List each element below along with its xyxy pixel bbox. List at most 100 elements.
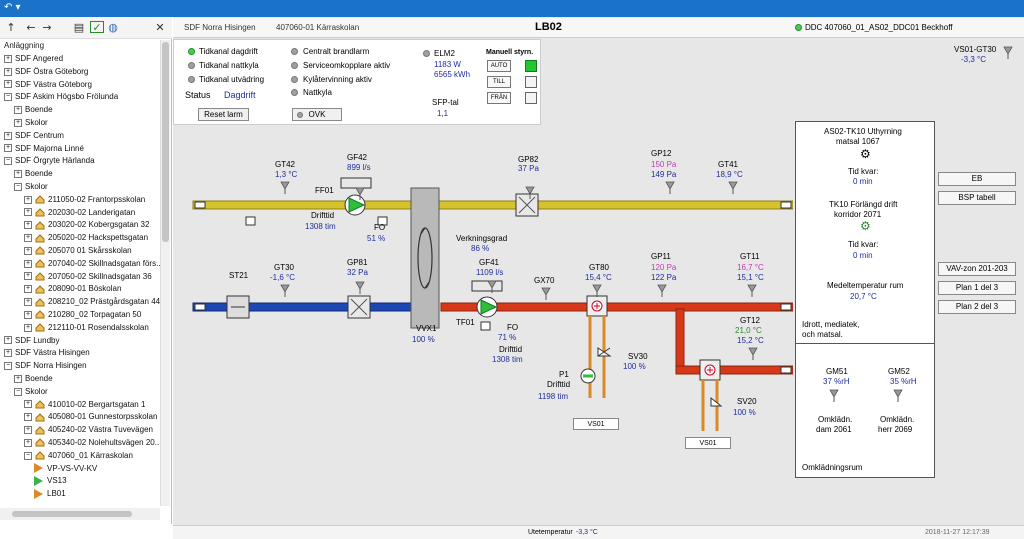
- tree-item[interactable]: +207050-02 Skillnadsgatan 36: [24, 270, 152, 283]
- sensor-icon[interactable]: [665, 181, 675, 195]
- arrow-right-icon[interactable]: →: [42, 21, 52, 34]
- document-icon[interactable]: ▤: [73, 21, 85, 34]
- sensor-icon[interactable]: [355, 281, 365, 295]
- chart-icon[interactable]: ✓: [90, 21, 104, 33]
- tree-item[interactable]: +Boende: [14, 167, 53, 180]
- expand-toggle-icon[interactable]: +: [24, 426, 32, 435]
- expand-toggle-icon[interactable]: +: [24, 298, 32, 307]
- tree-item[interactable]: +202030-02 Landerigatan: [24, 206, 135, 219]
- tree-item[interactable]: +210280_02 Torpagatan 50: [24, 308, 141, 321]
- plan1-button[interactable]: Plan 1 del 3: [938, 281, 1016, 295]
- tree-item[interactable]: +212110-01 Rosendalsskolan: [24, 321, 149, 334]
- tree-item[interactable]: +SDF Majorna Linné: [4, 142, 84, 155]
- till-button[interactable]: TILL: [487, 76, 511, 88]
- tree-item[interactable]: +SDF Lundby: [4, 334, 59, 347]
- tree-item[interactable]: −407060_01 Kärraskolan: [24, 449, 133, 462]
- tree-scrollbar[interactable]: [160, 40, 170, 506]
- ovk-button[interactable]: OVK: [292, 108, 342, 121]
- tree-item[interactable]: +208210_02 Prästgårdsgatan 44: [24, 295, 160, 308]
- undo-menu-button[interactable]: ↶ ▾: [4, 2, 21, 13]
- expand-toggle-icon[interactable]: +: [24, 323, 32, 332]
- expand-toggle-icon[interactable]: +: [24, 438, 32, 447]
- expand-toggle-icon[interactable]: +: [4, 67, 12, 76]
- tree-item[interactable]: +SDF Angered: [4, 52, 63, 65]
- expand-toggle-icon[interactable]: −: [4, 157, 12, 166]
- expand-toggle-icon[interactable]: +: [4, 144, 12, 153]
- tree-item[interactable]: +410010-02 Bergartsgatan 1: [24, 398, 145, 411]
- tree-item[interactable]: +Boende: [14, 372, 53, 385]
- expand-toggle-icon[interactable]: +: [4, 131, 12, 140]
- expand-toggle-icon[interactable]: +: [24, 259, 32, 268]
- tree-item[interactable]: −Skolor: [14, 180, 48, 193]
- expand-toggle-icon[interactable]: +: [24, 221, 32, 230]
- expand-toggle-icon[interactable]: +: [24, 285, 32, 294]
- expand-toggle-icon[interactable]: +: [4, 54, 12, 63]
- vs01-link-button[interactable]: VS01: [573, 418, 619, 430]
- tree-item[interactable]: −SDF Örgryte Härlanda: [4, 154, 95, 167]
- expand-toggle-icon[interactable]: +: [24, 310, 32, 319]
- bsp-table-button[interactable]: BSP tabell: [938, 191, 1016, 205]
- tree-item[interactable]: +SDF Östra Göteborg: [4, 65, 88, 78]
- tree-item[interactable]: +205020-02 Hackspettsgatan: [24, 231, 148, 244]
- expand-toggle-icon[interactable]: +: [24, 272, 32, 281]
- tree-item[interactable]: +405340-02 Nolehultsvägen 20...: [24, 436, 161, 449]
- tree-item[interactable]: VP-VS-VV-KV: [34, 462, 97, 475]
- expand-toggle-icon[interactable]: +: [24, 246, 32, 255]
- tree-item[interactable]: +SDF Västra Hisingen: [4, 346, 90, 359]
- fran-button[interactable]: FRÅN: [487, 92, 511, 104]
- tree-item[interactable]: +203020-02 Kobergsgatan 32: [24, 218, 149, 231]
- tree-item[interactable]: LB01: [34, 487, 66, 500]
- tree-item[interactable]: +405080-01 Gunnestorpsskolan: [24, 410, 157, 423]
- sensor-icon[interactable]: [280, 284, 290, 298]
- expand-toggle-icon[interactable]: +: [24, 234, 32, 243]
- tree-item[interactable]: +205070 01 Skårsskolan: [24, 244, 132, 257]
- sensor-icon[interactable]: [728, 181, 738, 195]
- expand-toggle-icon[interactable]: +: [14, 106, 22, 115]
- tools-icon[interactable]: ✕: [155, 21, 165, 34]
- tree-item[interactable]: +207040-02 Skillnadsgatan förs...: [24, 257, 163, 270]
- sensor-icon[interactable]: [541, 287, 551, 301]
- expand-toggle-icon[interactable]: −: [14, 387, 22, 396]
- tree-item[interactable]: +208090-01 Böskolan: [24, 282, 121, 295]
- auto-button[interactable]: AUTO: [487, 60, 511, 72]
- tree-hscrollbar[interactable]: [0, 508, 160, 520]
- expand-toggle-icon[interactable]: −: [24, 451, 32, 460]
- eb-button[interactable]: EB: [938, 172, 1016, 186]
- expand-toggle-icon[interactable]: +: [14, 118, 22, 127]
- tree-item[interactable]: −SDF Askim Högsbo Frölunda: [4, 90, 118, 103]
- tree-item[interactable]: −SDF Norra Hisingen: [4, 359, 87, 372]
- plan2-button[interactable]: Plan 2 del 3: [938, 300, 1016, 314]
- expand-toggle-icon[interactable]: +: [24, 195, 32, 204]
- tree-item[interactable]: VS13: [34, 474, 67, 487]
- sensor-icon[interactable]: [280, 181, 290, 195]
- sensor-icon[interactable]: [748, 347, 758, 361]
- expand-toggle-icon[interactable]: +: [14, 170, 22, 179]
- globe-icon[interactable]: ◍: [108, 21, 118, 34]
- tree-item[interactable]: +Skolor: [14, 116, 48, 129]
- expand-toggle-icon[interactable]: −: [4, 93, 12, 102]
- tree-item[interactable]: −Skolor: [14, 385, 48, 398]
- arrow-up-icon[interactable]: ↑: [6, 21, 16, 34]
- tree-item[interactable]: +Boende: [14, 103, 53, 116]
- tree-item[interactable]: +SDF Västra Göteborg: [4, 78, 92, 91]
- sensor-icon[interactable]: [657, 284, 667, 298]
- vs01-link-button[interactable]: VS01: [685, 437, 731, 449]
- expand-toggle-icon[interactable]: +: [14, 374, 22, 383]
- expand-toggle-icon[interactable]: +: [24, 413, 32, 422]
- expand-toggle-icon[interactable]: +: [4, 349, 12, 358]
- expand-toggle-icon[interactable]: −: [4, 362, 12, 371]
- sensor-icon[interactable]: [487, 280, 497, 294]
- expand-toggle-icon[interactable]: +: [4, 336, 12, 345]
- expand-toggle-icon[interactable]: +: [24, 400, 32, 409]
- expand-toggle-icon[interactable]: +: [4, 80, 12, 89]
- tree-item[interactable]: +405240-02 Västra Tuvevägen: [24, 423, 153, 436]
- tree-item[interactable]: +211050-02 Frantorpsskolan: [24, 193, 145, 206]
- expand-toggle-icon[interactable]: +: [24, 208, 32, 217]
- arrow-left-icon[interactable]: ←: [26, 21, 36, 34]
- tree-item[interactable]: +SDF Centrum: [4, 129, 64, 142]
- sensor-icon[interactable]: [525, 186, 535, 200]
- sensor-icon[interactable]: [747, 284, 757, 298]
- vav-zone-button[interactable]: VAV-zon 201-203: [938, 262, 1016, 276]
- sensor-icon[interactable]: [355, 187, 365, 201]
- reset-alarm-button[interactable]: Reset larm: [198, 108, 249, 121]
